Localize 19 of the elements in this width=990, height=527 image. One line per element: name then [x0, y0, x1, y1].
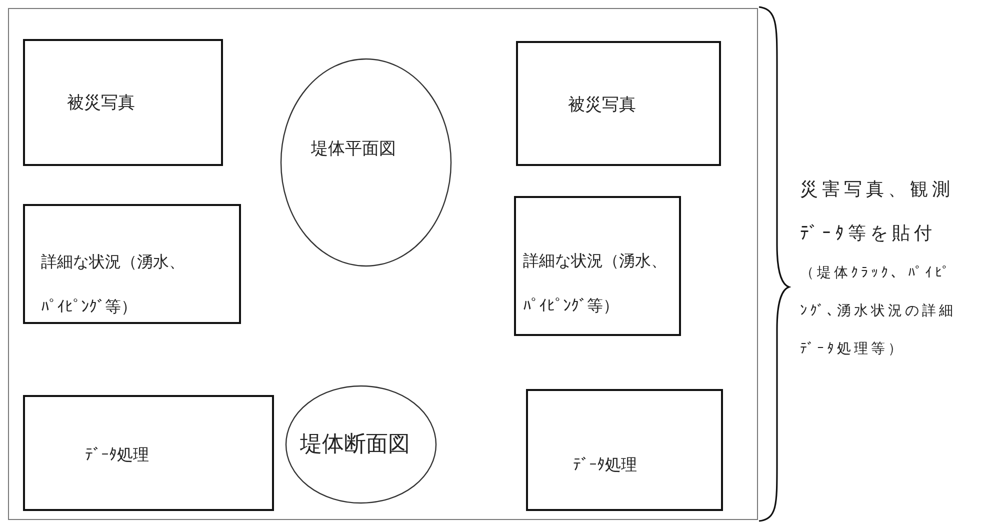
ellipse-node [281, 59, 451, 266]
node-text: 堤体平面図 [311, 138, 397, 161]
note-text: （堤体ｸﾗｯｸ、ﾊﾟｲﾋﾟﾝｸﾞ､湧水状況の詳細ﾃﾞｰﾀ処理等） [800, 264, 957, 359]
rectangle-node [23, 39, 223, 166]
rectangle-node [23, 395, 274, 511]
ellipse-node [286, 386, 436, 503]
rectangle-node [526, 389, 723, 511]
outer-frame [8, 8, 758, 520]
node-text: 被災写真 [568, 94, 637, 117]
rectangle-node [514, 196, 681, 336]
note-text: 災害写真、観測ﾃﾞｰﾀ等を貼付 [800, 178, 955, 246]
rectangle-node [516, 41, 721, 166]
node-text: ﾃﾞｰﾀ処理 [573, 454, 638, 476]
node-text: 詳細な状況（湧水、ﾊﾟｲﾋﾟﾝｸﾞ等） [41, 251, 186, 318]
node-text: 堤体断面図 [300, 431, 411, 459]
node-text: 被災写真 [67, 92, 136, 115]
rectangle-node [23, 204, 241, 324]
node-text: 詳細な状況（湧水、ﾊﾟｲﾋﾟﾝｸﾞ等） [523, 250, 668, 317]
node-text: ﾃﾞｰﾀ処理 [85, 444, 150, 466]
